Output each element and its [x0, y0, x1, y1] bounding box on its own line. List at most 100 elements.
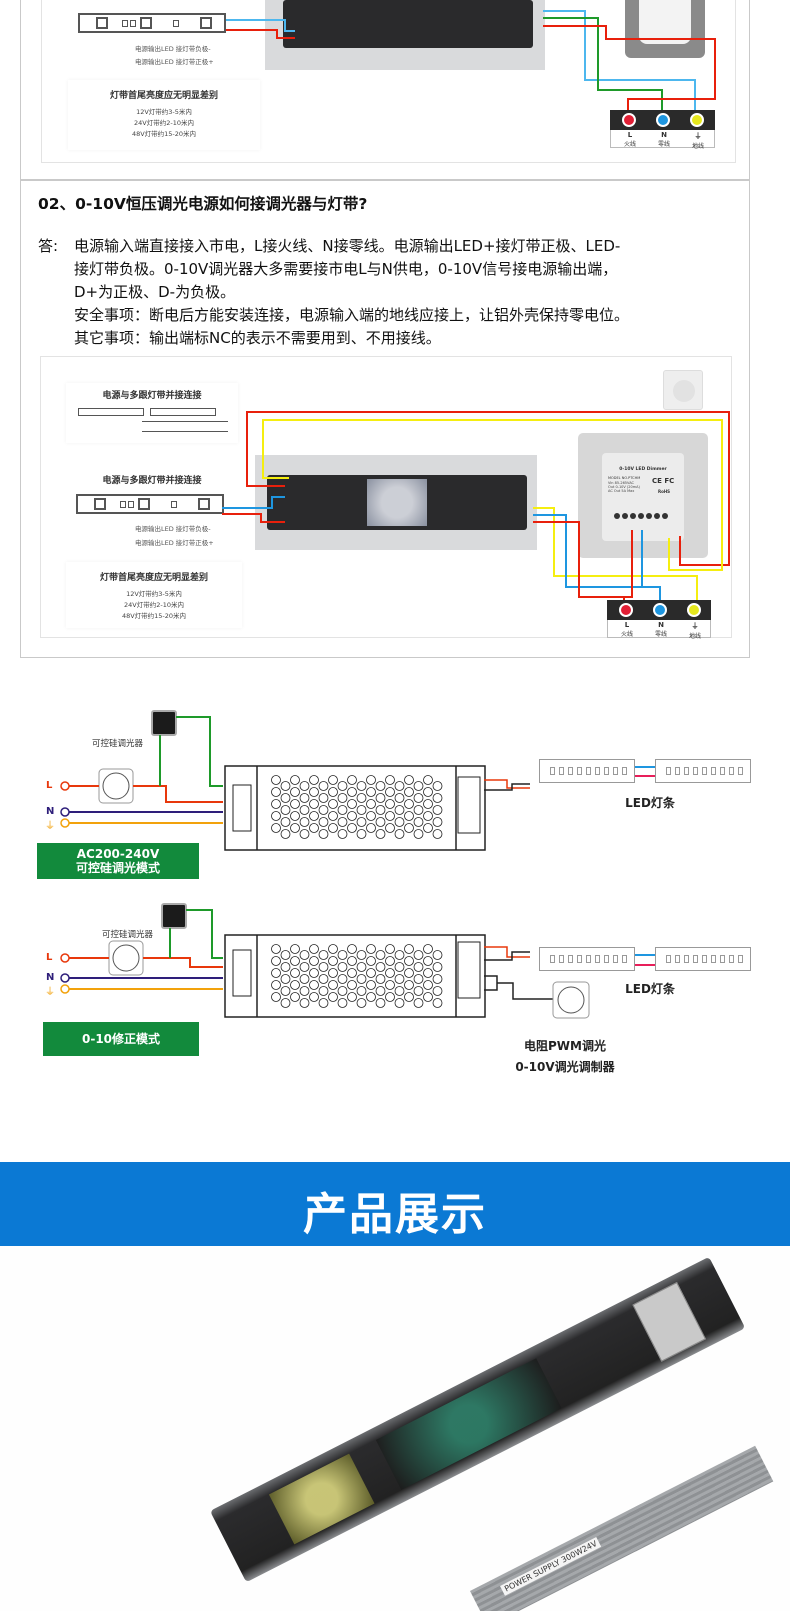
vent-hole: [356, 998, 367, 1008]
vent-hole: [404, 956, 414, 966]
vent-hole: [328, 992, 338, 1002]
wire-red: [543, 25, 716, 110]
vent-hole: [290, 956, 300, 966]
vent-hole: [337, 986, 348, 996]
vent-hole: [394, 805, 405, 815]
vent-hole: [347, 811, 357, 821]
vent-hole: [375, 829, 386, 839]
vent-hole: [271, 992, 281, 1002]
led-strip: [655, 947, 751, 971]
card-line: 24V灯带约2-10米内: [134, 119, 194, 127]
vent-hole: [375, 986, 386, 996]
vent-hole: [385, 944, 395, 954]
wire-yellow: [533, 507, 698, 600]
led-strip-icon: [78, 408, 144, 416]
led-cell: [613, 767, 618, 775]
vent-hole: [394, 817, 405, 827]
vent-hole: [271, 799, 281, 809]
vent-hole: [290, 823, 300, 833]
vent-hole: [375, 974, 386, 984]
vent-hole: [280, 781, 291, 791]
dimmer-title: 0-10V LED Dimmer: [619, 467, 667, 472]
vent-hole: [385, 823, 395, 833]
input-L-label: L: [46, 952, 53, 963]
vent-hole: [328, 811, 338, 821]
vent-hole: [366, 811, 376, 821]
switch-box-icon: [151, 710, 177, 736]
vent-hole: [432, 986, 443, 996]
dimmer-spec: Vin 85-265VAC: [608, 481, 634, 485]
vent-hole: [309, 775, 319, 785]
pwm-dimmer-label: 0-10V调光调制器: [515, 1060, 615, 1074]
wire-yellow: [262, 419, 723, 571]
parallel-title-2: 电源与多跟灯带并接连接: [102, 476, 202, 486]
section2-wires: [222, 411, 730, 600]
switch-box-icon: [161, 903, 187, 929]
terminal-letter: L: [624, 621, 630, 629]
vent-hole: [328, 823, 338, 833]
power-socket: [610, 110, 715, 130]
vent-hole: [271, 944, 281, 954]
power-socket: [607, 600, 711, 620]
led-cell: [586, 767, 591, 775]
led-strip-icon: [150, 408, 216, 416]
vent-hole: [337, 805, 348, 815]
vent-hole: [375, 793, 386, 803]
led-cell: [577, 955, 582, 963]
ground-icon: ⏚: [45, 987, 55, 998]
card-line: 48V灯带约15-20米内: [121, 612, 187, 620]
vent-hole: [375, 998, 386, 1008]
vent-hole: [328, 968, 338, 978]
vent-hole: [385, 787, 395, 797]
vent-hole: [394, 986, 405, 996]
vent-hole: [347, 968, 357, 978]
vent-hole: [356, 805, 367, 815]
scr-dimmer-label: 可控硅调光器: [92, 739, 144, 749]
vent-hole: [356, 962, 367, 972]
vent-hole: [318, 829, 329, 839]
neutral-terminal-icon: [653, 603, 667, 617]
wire-red: [246, 411, 730, 566]
led-cell: [559, 767, 564, 775]
vent-hole: [423, 799, 433, 809]
vent-hole: [290, 811, 300, 821]
vent-hole: [271, 823, 281, 833]
input-N-label: N: [46, 806, 55, 817]
vent-hole: [318, 962, 329, 972]
led-output-plus-note: 电源输出LED 接灯带正极+: [135, 539, 214, 547]
vent-hole: [271, 787, 281, 797]
vent-hole: [309, 992, 319, 1002]
vent-hole: [432, 793, 443, 803]
led-cell: [711, 955, 716, 963]
vent-hole: [413, 781, 424, 791]
vent-hole: [385, 811, 395, 821]
vent-hole: [404, 787, 414, 797]
vent-hole: [299, 962, 310, 972]
ce-mark: CE FC: [652, 477, 675, 485]
vent-hole: [299, 805, 310, 815]
led-cell: [666, 955, 671, 963]
vent-hole: [290, 799, 300, 809]
vent-hole: [347, 799, 357, 809]
dimmer-spec: Out 0-10V (20mA): [608, 485, 640, 489]
terminal-letter: L: [627, 131, 633, 139]
vent-hole: [328, 787, 338, 797]
vent-hole: [366, 992, 376, 1002]
led-cell: [684, 767, 689, 775]
ground-terminal-icon: [687, 603, 701, 617]
vent-hole: [413, 986, 424, 996]
vent-hole: [423, 980, 433, 990]
vent-hole: [337, 974, 348, 984]
vent-hole: [280, 817, 291, 827]
strip-length-card: 灯带首尾亮度应无明显差别 12V灯带约3-5米内 24V灯带约2-10米内 48…: [66, 562, 242, 628]
vent-hole: [385, 799, 395, 809]
terminal-letter: ⏚: [691, 622, 699, 630]
led-output-plus-note: 电源输出LED 接灯带正极+: [135, 58, 214, 66]
vent-hole: [356, 974, 367, 984]
led-cell: [729, 767, 734, 775]
vent-hole: [413, 817, 424, 827]
led-strip-icon: [78, 13, 226, 33]
vent-hole: [413, 805, 424, 815]
led-cell: [622, 955, 627, 963]
